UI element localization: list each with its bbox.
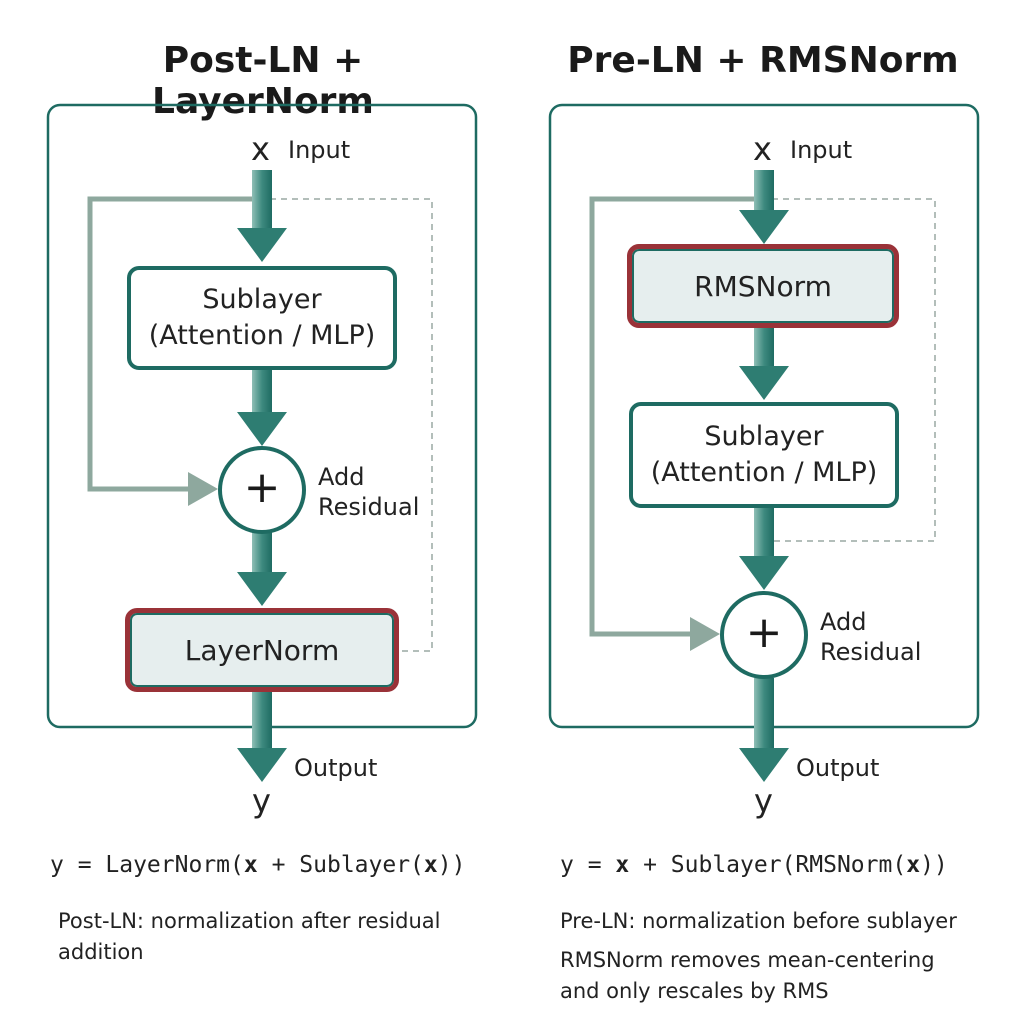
right-residual-arrowhead	[690, 617, 720, 651]
left-sublayer-title: Sublayer	[202, 284, 322, 315]
right-formula-part1: y =	[560, 852, 616, 878]
left-input-symbol: x	[251, 130, 270, 168]
right-arrow-sublayer-to-add	[739, 508, 789, 590]
left-formula-x2: x	[423, 852, 438, 878]
left-sublayer-box: Sublayer (Attention / MLP)	[127, 266, 397, 370]
left-layernorm-box: LayerNorm	[125, 608, 399, 692]
left-layernorm-label: LayerNorm	[184, 633, 340, 667]
right-output-symbol: y	[754, 782, 773, 820]
left-arrow-input	[237, 170, 287, 262]
right-input-symbol: x	[753, 130, 772, 168]
left-formula-part1: y = LayerNorm(	[50, 852, 244, 878]
left-add-node	[218, 446, 306, 534]
left-input-label: Input	[288, 136, 351, 164]
right-note-line: and only rescales by RMS	[560, 979, 829, 1003]
left-note: Post-LN: normalization after residual ad…	[58, 906, 498, 968]
right-note: Pre-LN: normalization before sublayer RM…	[560, 906, 1000, 1007]
left-residual-arrowhead	[188, 472, 218, 506]
left-dashed-bypass	[270, 198, 433, 652]
right-sublayer-subtitle: (Attention / MLP)	[650, 457, 878, 488]
right-formula-x1: x	[615, 852, 630, 878]
left-formula-x1: x	[243, 852, 258, 878]
right-output-label: Output	[796, 754, 880, 782]
right-add-label-line2: Residual	[820, 638, 922, 666]
left-panel-title: Post-LN + LayerNorm	[152, 40, 374, 122]
left-note-line: Post-LN: normalization after residual	[58, 909, 441, 933]
right-rmsnorm-box: RMSNorm	[627, 244, 899, 328]
right-note-line: RMSNorm removes mean-centering	[560, 948, 935, 972]
left-arrow-output	[237, 692, 287, 782]
right-arrow-norm-to-sublayer	[739, 328, 789, 400]
right-add-label: Add Residual	[820, 607, 921, 667]
left-add-label: Add Residual	[318, 462, 419, 522]
right-sublayer-title: Sublayer	[704, 421, 824, 452]
right-add-label-line1: Add	[820, 608, 867, 636]
right-rmsnorm-label: RMSNorm	[694, 269, 832, 303]
right-formula-x2: x	[906, 852, 921, 878]
right-residual-path	[589, 196, 764, 637]
right-note-line: Pre-LN: normalization before sublayer	[560, 909, 957, 933]
left-formula-part2: + Sublayer(	[257, 852, 424, 878]
right-add-node	[720, 591, 808, 679]
right-input-label: Input	[790, 136, 853, 164]
left-note-line: addition	[58, 940, 144, 964]
left-output-symbol: y	[252, 782, 271, 820]
left-add-symbol: +	[243, 462, 281, 513]
left-arrow-add-to-norm	[237, 532, 287, 606]
left-arrow-sublayer-to-add	[237, 370, 287, 446]
right-sublayer-box: Sublayer (Attention / MLP)	[629, 402, 899, 508]
right-arrow-input	[739, 170, 789, 244]
right-formula: y = x + Sublayer(RMSNorm(x))	[560, 852, 948, 878]
left-add-label-line2: Residual	[318, 493, 420, 521]
right-dashed-bypass	[772, 198, 936, 542]
right-panel-title: Pre-LN + RMSNorm	[567, 40, 959, 81]
right-arrow-output	[739, 678, 789, 782]
right-formula-part3: ))	[920, 852, 948, 878]
left-add-label-line1: Add	[318, 463, 365, 491]
left-formula: y = LayerNorm(x + Sublayer(x))	[50, 852, 465, 878]
left-sublayer-subtitle: (Attention / MLP)	[148, 320, 376, 351]
left-output-label: Output	[294, 754, 378, 782]
right-add-symbol: +	[745, 607, 783, 658]
left-residual-path	[87, 196, 262, 492]
left-formula-part3: ))	[437, 852, 466, 878]
right-formula-part2: + Sublayer(RMSNorm(	[629, 852, 907, 878]
